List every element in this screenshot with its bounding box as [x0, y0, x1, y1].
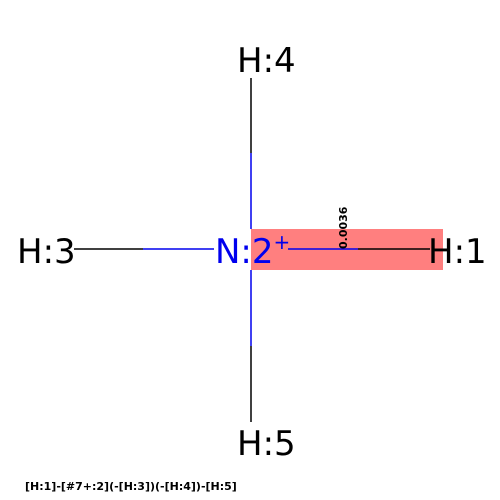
bond-weight-label: 0.0036 [337, 206, 350, 249]
atom-h3: H:3 [17, 232, 76, 272]
atom-h5: H:5 [237, 424, 296, 464]
atom-n2: N:2+ [215, 230, 290, 272]
smiles-caption: [H:1]-[#7+:2](-[H:3])(-[H:4])-[H:5] [25, 480, 237, 493]
atom-h4: H:4 [237, 41, 296, 81]
atom-n2-label: N:2 [215, 232, 274, 272]
atom-n2-charge: + [274, 230, 291, 254]
atom-h1: H:1 [428, 232, 487, 272]
